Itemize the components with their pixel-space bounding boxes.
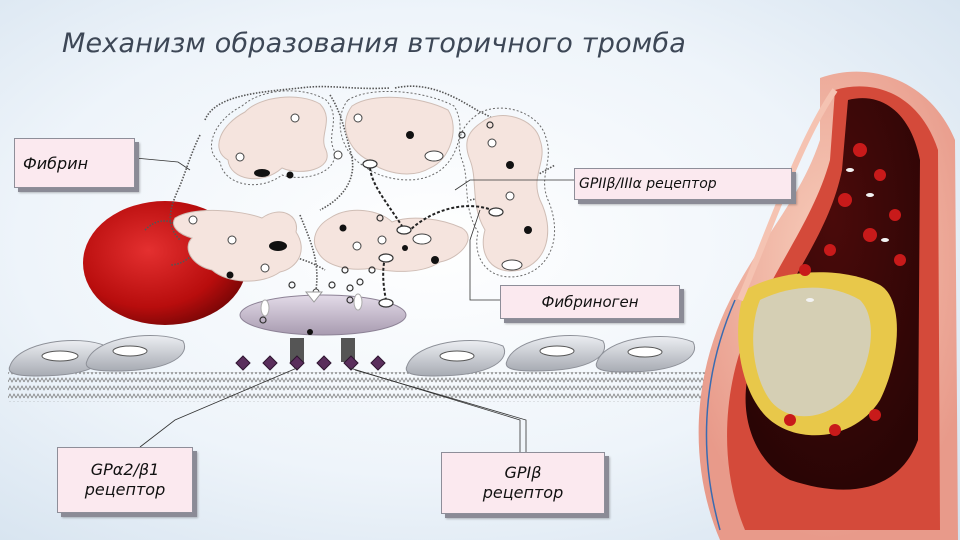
receptor-diamonds <box>235 355 386 371</box>
label-gp2b3a-receptor: GPIIβ/IIIα рецептор <box>574 168 792 200</box>
page-title: Механизм образования вторичного тромба <box>62 28 686 59</box>
label-gp1b-line2: рецептор <box>482 483 564 502</box>
receptor-loops <box>362 159 504 308</box>
label-gpa2b1-receptor: GPα2/β1 рецептор <box>57 447 193 513</box>
label-fibrinogen: Фибриноген <box>500 285 680 319</box>
aggregate-outlines <box>211 90 555 278</box>
label-gp2b3a-text: GPIIβ/IIIα рецептор <box>579 176 717 192</box>
platelet-aggregates <box>173 96 549 282</box>
endothelial-cells <box>8 335 695 377</box>
activated-platelet <box>239 294 407 336</box>
label-gpa2b1-line1: GPα2/β1 <box>90 460 160 479</box>
marker-triangle <box>304 291 324 303</box>
marker-drop-right <box>353 293 363 311</box>
label-gp1b-receptor: GPIβ рецептор <box>441 452 605 514</box>
fibrinogen-bridges <box>369 167 493 301</box>
label-fibrin-text: Фибрин <box>23 153 89 173</box>
subendothelial-matrix <box>8 372 708 402</box>
blood-vessel-cross-section-icon <box>698 71 958 540</box>
marker-drop-left <box>260 299 270 317</box>
platelet-granules <box>188 113 532 335</box>
label-fibrinogen-text: Фибриноген <box>541 293 639 311</box>
label-gp1b-line1: GPIβ <box>504 463 542 482</box>
leader-lines <box>134 157 574 452</box>
label-gpa2b1-line2: рецептор <box>84 480 166 499</box>
activator-particles <box>259 121 494 324</box>
label-fibrin: Фибрин <box>14 138 135 188</box>
